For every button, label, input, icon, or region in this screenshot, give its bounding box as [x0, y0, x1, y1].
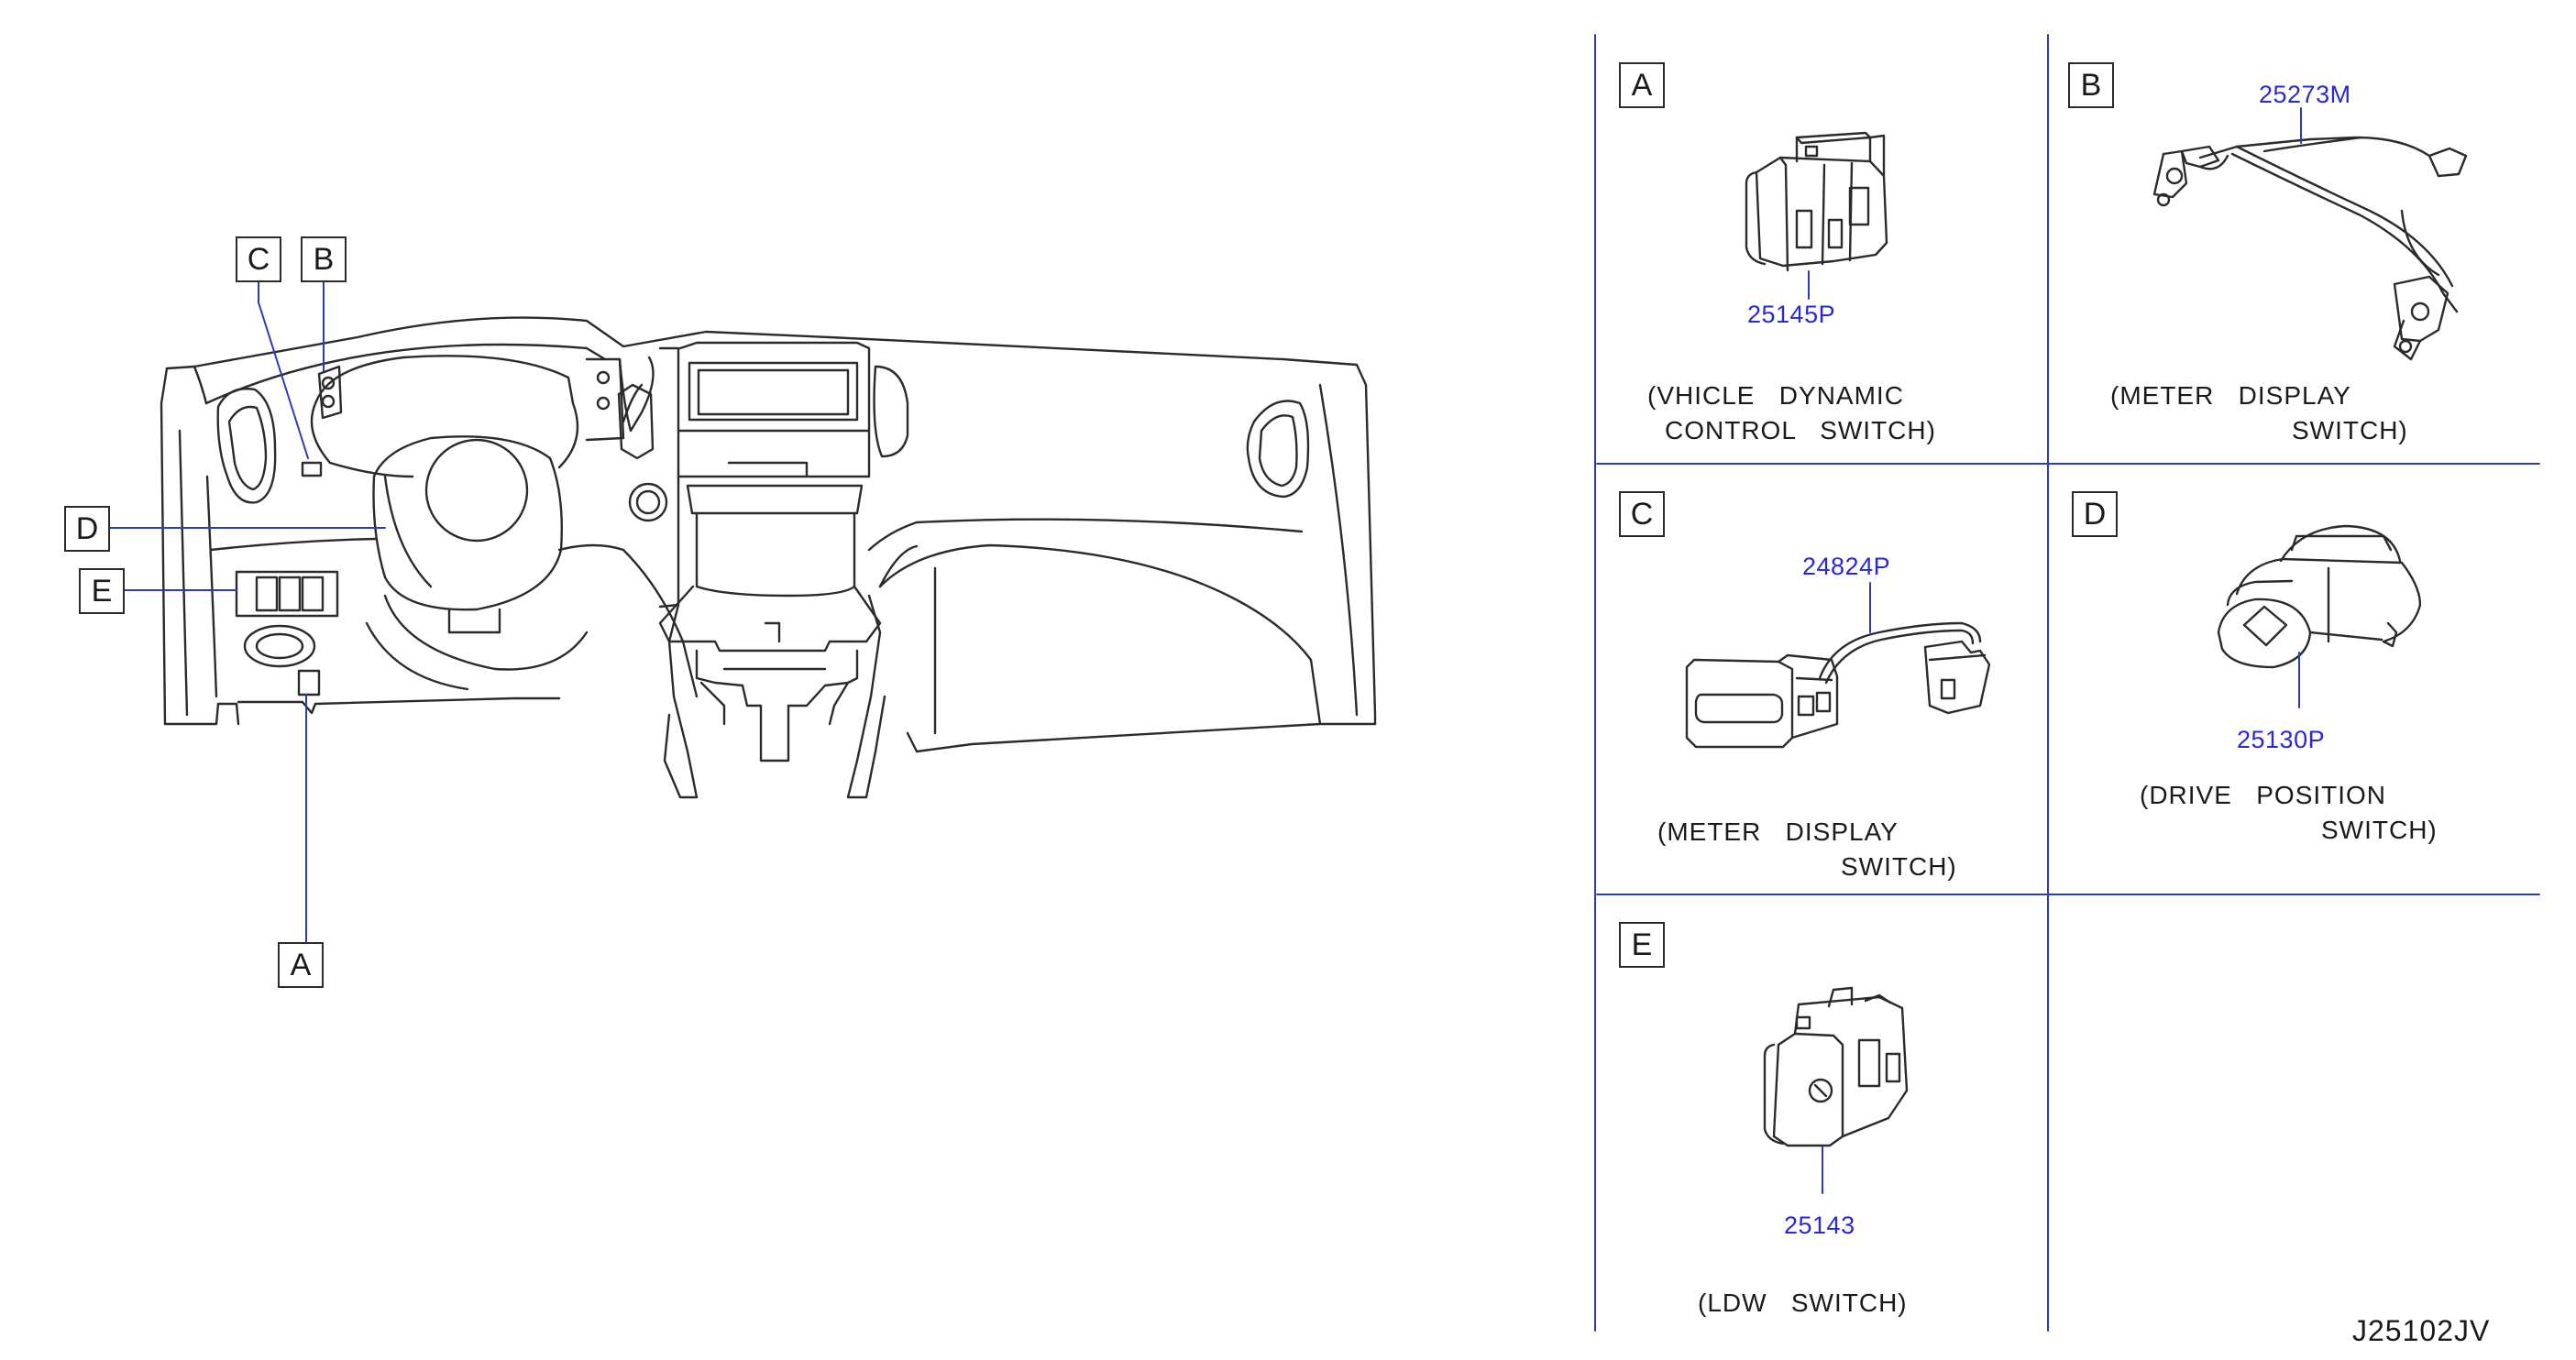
part-e-switch-drawing: [1763, 986, 1909, 1147]
panel-b-letter: B: [2068, 62, 2114, 108]
panel-d-caption-line1: (DRIVE POSITION: [2140, 781, 2387, 809]
panel-b-caption-line1: (METER DISPLAY: [2110, 381, 2351, 410]
panel-b-caption-line2: SWITCH): [2292, 416, 2408, 444]
callout-b[interactable]: B: [301, 236, 347, 282]
panel-a-part-number[interactable]: 25145P: [1747, 301, 1836, 328]
panel-b-part-number[interactable]: 25273M: [2259, 81, 2351, 108]
panel-a-caption-line1: (VHICLE DYNAMIC: [1647, 381, 1904, 410]
panel-d-letter: D: [2072, 491, 2118, 537]
panel-a-caption-line2: CONTROL SWITCH): [1665, 416, 1936, 444]
panel-c-part-number[interactable]: 24824P: [1802, 553, 1891, 580]
part-a-switch-drawing: [1745, 131, 1888, 272]
part-c-switch-drawing: [1685, 621, 1991, 749]
callout-d[interactable]: D: [64, 506, 110, 552]
callout-e[interactable]: E: [79, 568, 125, 614]
panel-e-part-number[interactable]: 25143: [1784, 1212, 1855, 1239]
panel-a-letter: A: [1619, 62, 1665, 108]
panel-e-caption-line1: (LDW SWITCH): [1698, 1289, 1908, 1317]
callout-c[interactable]: C: [236, 236, 281, 282]
diagram-code: J25102JV: [2352, 1314, 2491, 1347]
panel-e-letter: E: [1619, 922, 1665, 968]
panel-d-part-number[interactable]: 25130P: [2237, 726, 2326, 753]
panel-c-letter: C: [1619, 491, 1665, 537]
panel-d-caption-line2: SWITCH): [2321, 816, 2438, 844]
dashboard-drawing: [160, 316, 1377, 799]
panel-c-caption-line1: (METER DISPLAY: [1657, 817, 1899, 846]
panel-c-caption-line2: SWITCH): [1841, 852, 1957, 881]
callout-a[interactable]: A: [278, 942, 324, 988]
part-b-harness-drawing: [2152, 136, 2468, 361]
part-d-knob-drawing: [2217, 524, 2422, 669]
